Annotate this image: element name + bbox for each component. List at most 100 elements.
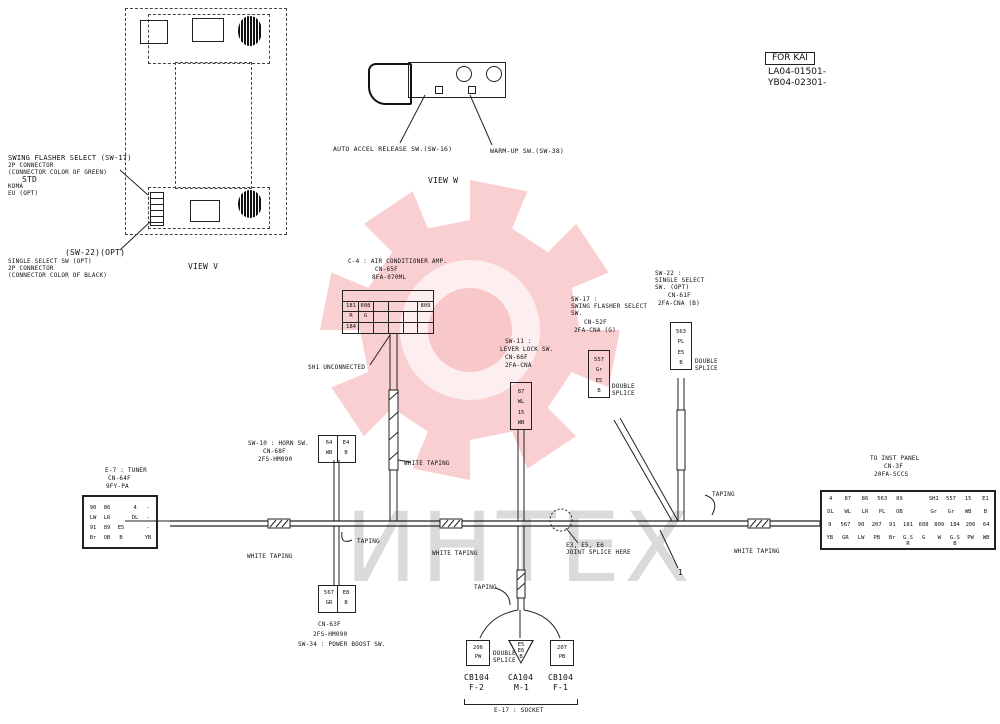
pin-label: PL — [878, 509, 886, 515]
pin-label: B — [519, 654, 523, 660]
power-boost-part: 2FS-HM090 — [313, 631, 348, 638]
pin-label: 206 — [473, 645, 483, 651]
white-taping-label: WHITE TAPING — [404, 460, 450, 467]
tuner-title: E-7 : TUNER — [105, 467, 147, 474]
pin-label: B — [597, 388, 601, 394]
pin-label: Br — [89, 535, 97, 541]
white-taping-label: WHITE TAPING — [432, 550, 478, 557]
pin-label: E5 — [677, 350, 685, 356]
swing-flasher-cn: CN-52F — [584, 319, 607, 326]
taping-label: TAPING — [474, 584, 497, 591]
pin-label: 89 — [103, 525, 111, 531]
tuner-connector: 90 86 4 - LW LR DL - 91 89 E5 - Br OB B … — [82, 495, 158, 549]
socket-mid-code: CA104 — [508, 673, 534, 682]
pin-label: B — [983, 509, 988, 515]
pin-label: 557 — [946, 496, 956, 502]
pin-label: 64 — [325, 440, 333, 446]
pin-label: E8 — [342, 590, 350, 596]
eu-opt-label: EU (OPT) — [8, 190, 39, 197]
lever-lock-subtitle: LEVER LOCK SW. — [500, 346, 554, 353]
pin-label: E5 — [117, 525, 125, 531]
auto-accel-release-label: AUTO ACCEL RELEASE SW.(SW-16) — [333, 145, 453, 153]
pin-label: E1 — [982, 496, 989, 502]
swing-flasher-subtitle: SWING FLASHER SELECT — [571, 303, 648, 310]
view-v-label: VIEW V — [188, 262, 219, 271]
view-w-label: VIEW W — [428, 176, 459, 185]
pin-label: B — [119, 535, 123, 541]
white-taping-label: WHITE TAPING — [247, 553, 293, 560]
pin-label: G.S R — [903, 535, 913, 547]
pin-label: 87 — [517, 389, 525, 395]
sw22-label: (SW-22)(OPT) — [65, 248, 126, 257]
swing-flasher-subtitle2: SW. — [571, 310, 583, 317]
view-v-frame — [125, 8, 287, 235]
view-v-connector — [150, 192, 164, 226]
pin-label: Gr — [930, 509, 938, 515]
pin-label: PW — [474, 654, 482, 660]
lever-lock-title: SW-11 : — [505, 338, 532, 345]
pin-label: Br — [889, 535, 896, 541]
swing-flasher-part: 2FA-CNA (G) — [574, 327, 616, 334]
pin-label: G.S B — [949, 535, 960, 547]
view-v-dial-icon — [238, 190, 262, 218]
pin-label: 90 — [857, 522, 865, 528]
serial-2: YB04-02301- — [768, 78, 827, 88]
lever-lock-part: 2FA-CNA — [505, 362, 532, 369]
pin-label: - — [146, 505, 150, 511]
pin-label: 206 — [965, 522, 976, 528]
socket-mid-pos: M-1 — [514, 683, 530, 692]
power-boost-cn: CN-63F — [318, 621, 341, 628]
double-splice-label: DOUBLE SPLICE — [493, 650, 516, 664]
swing-flasher-type: 2P CONNECTOR — [8, 162, 54, 169]
single-select-title: SW-22 : — [655, 270, 682, 277]
pin-label: WB — [325, 450, 333, 456]
pin-label: GR — [325, 600, 333, 606]
pin-label: 563 — [676, 329, 686, 335]
serial-1: LA04-01501- — [768, 67, 826, 77]
pin-label: LW — [857, 535, 865, 541]
inst-panel-title: TO INST PANEL — [870, 455, 920, 462]
pin-label: DL — [827, 509, 834, 515]
pin-label: 567 — [840, 522, 851, 528]
pin-label: 91 — [89, 525, 97, 531]
view-w-dial-icon — [486, 66, 502, 82]
single-select-connector: 563 PL E5 B — [670, 322, 692, 370]
pin-label: W — [937, 535, 941, 541]
socket-left-code: CB104 — [464, 673, 490, 682]
swing-flasher-color: (CONNECTOR COLOR OF GREEN) — [8, 169, 108, 176]
horn-part: 2FS-HM090 — [258, 456, 293, 463]
pin-label: B — [679, 360, 683, 366]
pin-label: 207 — [871, 522, 882, 528]
view-w-switch — [435, 86, 443, 94]
taping-label: TAPING — [357, 538, 380, 545]
pin-label: WB — [964, 509, 972, 515]
socket-right-code: CB104 — [548, 673, 574, 682]
std-label: STD — [22, 175, 38, 184]
power-boost-connector: 567 E8 GR B — [318, 585, 356, 613]
view-v-switch-icon — [190, 200, 220, 222]
view-w-switch — [468, 86, 476, 94]
pin-label: 181 — [903, 522, 913, 528]
tuner-cn: CN-64F — [108, 475, 131, 482]
pin-label: PL — [677, 339, 685, 345]
view-w-lever-icon — [368, 63, 412, 105]
pin-label: 608 — [360, 303, 371, 309]
view-v-dial-icon — [238, 16, 262, 46]
pin-label: E5 — [517, 642, 525, 648]
pin-label: DL — [131, 515, 139, 521]
socket-mid-connector-inner — [510, 641, 532, 662]
pin-label: 181 — [346, 303, 356, 309]
aircon-connector: 181 608 809 R G 184 — [342, 290, 434, 334]
pin-label: WB — [982, 535, 990, 541]
callout-1: 1 — [678, 568, 684, 577]
pin-label: LR — [861, 509, 869, 515]
aircon-part: 8FA-070ML — [372, 274, 407, 281]
view-v-switch-icon — [192, 18, 224, 42]
pin-label: OB — [896, 509, 903, 515]
pin-label: 563 — [877, 496, 888, 502]
pin-label: R — [349, 313, 353, 319]
pin-label: 567 — [324, 590, 334, 596]
pin-label: OB — [103, 535, 111, 541]
horn-connector: 64 E4 WB B — [318, 435, 356, 463]
socket-right-connector: 207 PB — [550, 640, 574, 666]
